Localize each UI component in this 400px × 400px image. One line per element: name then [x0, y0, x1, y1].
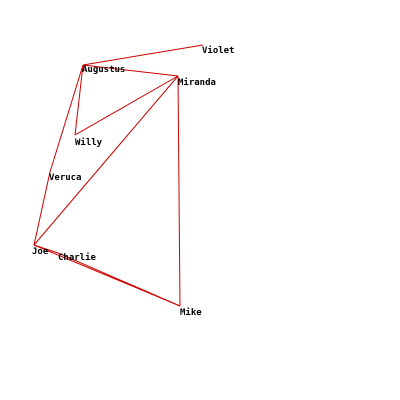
node-label-charlie: Charlie	[58, 252, 97, 263]
edge-augustus-veruca	[49, 64, 84, 173]
edge-veruca-joe	[33, 171, 51, 246]
node-label-violet: Violet	[202, 45, 235, 56]
edge-augustus-violet	[82, 44, 204, 66]
node-label-mike: Mike	[180, 307, 202, 318]
edge-willy-miranda	[74, 75, 179, 136]
edge-miranda-mike	[177, 75, 181, 307]
edge-joe-charlie	[33, 244, 59, 254]
graph-node-labels: VioletAugustusMirandaWillyVerucaJoeCharl…	[32, 45, 235, 318]
node-label-willy: Willy	[75, 137, 103, 148]
edge-augustus-willy	[74, 64, 84, 136]
edge-augustus-miranda	[82, 64, 179, 77]
node-label-veruca: Veruca	[49, 173, 82, 183]
edge-joe-miranda	[33, 75, 179, 246]
node-label-miranda: Miranda	[178, 77, 216, 88]
edge-charlie-mike	[57, 252, 181, 307]
node-label-joe: Joe	[32, 247, 49, 257]
graph-edges	[33, 44, 204, 307]
node-label-augustus: Augustus	[82, 65, 125, 75]
